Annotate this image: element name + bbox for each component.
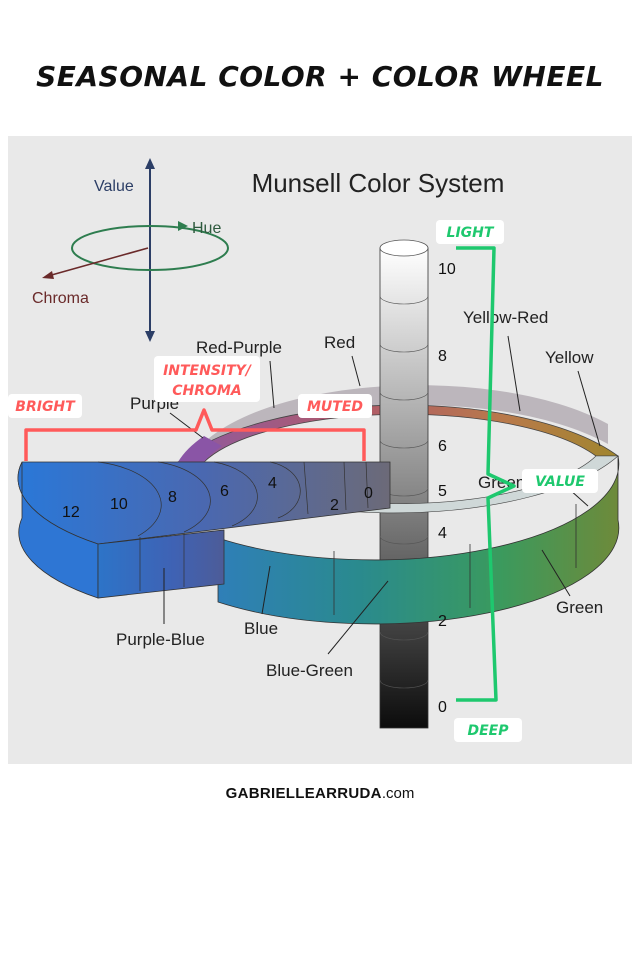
- hue-label-blue: Blue: [244, 619, 278, 638]
- value-step-label: 6: [438, 438, 447, 455]
- muted-tag: MUTED: [307, 399, 363, 415]
- intensity-tag-box: [154, 356, 260, 402]
- hue-leader-lines: [163, 335, 601, 655]
- value-tag: VALUE: [535, 474, 585, 490]
- value-step-label: 4: [438, 525, 447, 542]
- axis-legend: Value Hue Chroma: [32, 158, 229, 342]
- chroma-step-label: 12: [62, 504, 80, 521]
- chroma-step-label: 4: [268, 475, 277, 492]
- hue-ellipse: [71, 225, 229, 271]
- value-arrow-up-icon: [145, 158, 155, 169]
- page-title: SEASONAL COLOR + COLOR WHEEL: [36, 60, 604, 93]
- intensity-tag-line1: INTENSITY/: [163, 363, 253, 379]
- chroma-axis-line: [47, 247, 149, 277]
- hue-label-purple-blue: Purple-Blue: [116, 630, 205, 649]
- chroma-step-label: 2: [330, 497, 339, 514]
- bright-tag: BRIGHT: [15, 399, 76, 415]
- chroma-brace-overlay: BRIGHT INTENSITY/ CHROMA MUTED: [8, 356, 372, 461]
- chroma-wedge: [17, 461, 391, 599]
- hue-arrow-icon: [178, 221, 188, 231]
- light-tag-box: [436, 220, 504, 244]
- footer-brand: GABRIELLEARRUDA.com: [0, 785, 640, 802]
- value-step-label: 10: [438, 261, 456, 278]
- chroma-legend-label: Chroma: [32, 290, 89, 307]
- footer-brand-suffix: .com: [381, 785, 415, 802]
- chroma-brace: [24, 408, 366, 461]
- diagram-heading: Munsell Color System: [252, 168, 505, 198]
- bright-tag-box: [8, 394, 82, 418]
- value-step-label: 8: [438, 348, 447, 365]
- value-step-label: 5: [438, 483, 447, 500]
- hue-label-red: Red: [324, 333, 355, 352]
- value-brace-overlay: LIGHT VALUE DEEP: [436, 220, 598, 742]
- light-tag: LIGHT: [447, 225, 495, 241]
- chroma-arrow-icon: [42, 271, 54, 279]
- hue-label-yellow-red: Yellow-Red: [463, 308, 548, 327]
- footer-brand-name: GABRIELLEARRUDA: [225, 785, 382, 802]
- chroma-step-label: 8: [168, 489, 177, 506]
- value-tag-box: [522, 469, 598, 493]
- value-scale: 10 8 6 5 4 2 0: [438, 261, 456, 716]
- hue-label-blue-green: Blue-Green: [266, 661, 353, 680]
- deep-tag-box: [454, 718, 522, 742]
- intensity-tag-line2: CHROMA: [172, 383, 241, 399]
- muted-tag-box: [298, 394, 372, 418]
- hue-label-green: Green: [556, 598, 603, 617]
- deep-tag: DEEP: [467, 723, 509, 739]
- value-arrow-down-icon: [145, 331, 155, 342]
- chroma-step-label: 6: [220, 483, 229, 500]
- value-step-label: 0: [438, 699, 447, 716]
- diagram-panel: Munsell Color System Value Hue Chroma: [8, 136, 632, 764]
- chroma-step-label: 10: [110, 496, 128, 513]
- value-step-label: 2: [438, 613, 447, 630]
- chroma-step-label: 0: [364, 485, 373, 502]
- value-brace: [456, 246, 516, 702]
- munsell-diagram: Munsell Color System Value Hue Chroma: [8, 158, 620, 742]
- hue-legend-label: Hue: [192, 220, 221, 237]
- value-legend-label: Value: [94, 178, 134, 195]
- chroma-scale: 12 10 8 6 4 2 0: [62, 475, 373, 521]
- hue-label-yellow: Yellow: [545, 348, 594, 367]
- hue-label-red-purple: Red-Purple: [196, 338, 282, 357]
